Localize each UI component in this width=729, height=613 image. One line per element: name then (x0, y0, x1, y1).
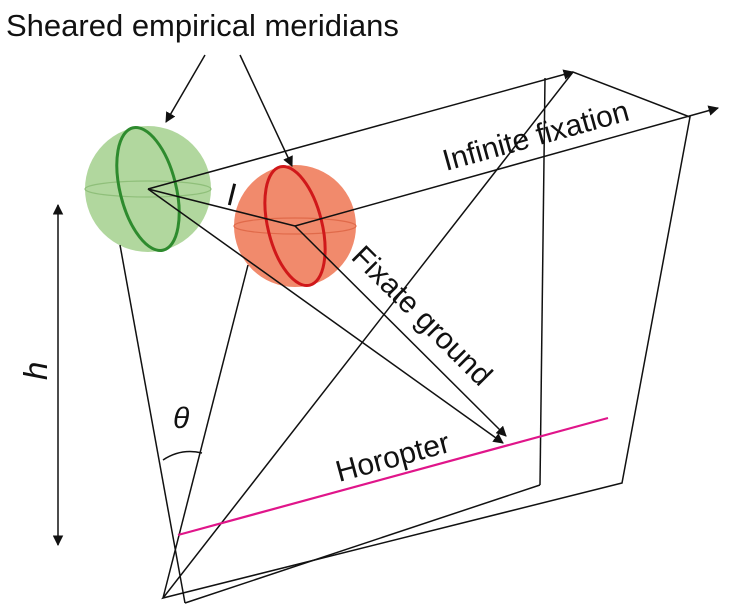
fixate-ground-label: Fixate ground (345, 240, 498, 393)
ground-right-edge (539, 77, 546, 486)
ground-front-edge (184, 484, 541, 604)
ground-plane-outline (161, 71, 691, 600)
left-eye-vertical-line (119, 244, 186, 604)
right-eye-equator (233, 217, 357, 235)
title-label: Sheared empirical meridians (6, 8, 399, 43)
infinite-fixation-arrow-right (294, 105, 720, 227)
fixate-ground-arrow-right (294, 225, 507, 437)
infinite-fixation-label: Infinite fixation (439, 95, 633, 178)
fixate-ground-arrow-left (147, 188, 504, 444)
theta-symbol: θ (173, 402, 190, 435)
theta-arc (162, 450, 203, 461)
title-arrow-left (165, 54, 206, 123)
title-arrow-right (239, 54, 293, 167)
interocular-line (147, 188, 296, 227)
horopter-line (177, 416, 609, 537)
left-eye-equator (84, 180, 212, 198)
infinite-fixation-arrow-left (147, 69, 575, 190)
height-symbol: h (17, 362, 54, 380)
right-eye-vertical-line (162, 264, 249, 599)
horopter-label: Horopter (332, 426, 453, 488)
